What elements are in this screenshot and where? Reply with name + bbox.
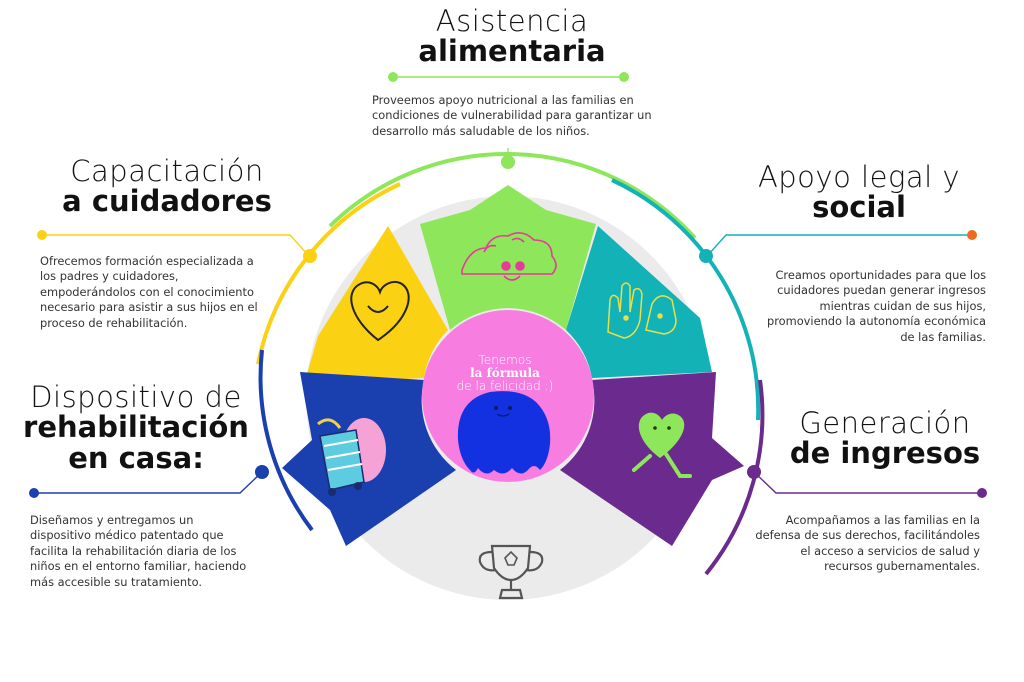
title-light: Asistencia (435, 4, 589, 38)
dot-ingresos-wheel (747, 465, 761, 479)
title-alimentaria: Asistencia alimentaria (372, 6, 652, 67)
arc-alimentaria (328, 152, 697, 240)
heart-icon (350, 280, 410, 342)
title-cuidadores: Capacitación a cuidadores (52, 156, 282, 217)
center-blob-character (457, 391, 551, 474)
description-dispositivo: Diseñamos y entregamos un dispositivo mé… (30, 513, 247, 589)
dot-alimentaria-left (388, 72, 398, 82)
connector-dispositivo (34, 471, 263, 494)
center-tagline: Tenemos la fórmula de la felicidad :) (430, 354, 580, 393)
segment-ingresos (560, 372, 744, 546)
rehab-device-icon (317, 418, 386, 496)
segment-alimentaria (420, 185, 596, 330)
hands-icon (607, 282, 677, 339)
connector-legal (707, 234, 972, 256)
title-dispositivo: Dispositivo de rehabilitación en casa: (20, 380, 252, 475)
description-alimentaria: Proveemos apoyo nutricional a las famili… (372, 93, 652, 138)
dot-alimentaria-right (619, 72, 629, 82)
title-bold: a cuidadores (62, 184, 272, 219)
dot-alimentaria-wheel (501, 155, 515, 169)
title-bold: alimentaria (418, 34, 606, 69)
dot-dispositivo-wheel (255, 465, 269, 479)
title-legal: Apoyo legal y social (744, 162, 974, 223)
connector-dots (29, 72, 987, 498)
arc-ingresos (704, 379, 765, 576)
trophy-icon (478, 544, 544, 600)
connectors (34, 76, 982, 494)
title-ingresos: Generación de ingresos (780, 408, 990, 469)
smiling-cloud-icon (461, 232, 557, 281)
dot-cuidadores-end (37, 230, 47, 240)
dot-dispositivo-end (29, 488, 39, 498)
title-light: Apoyo legal y (757, 160, 961, 194)
connector-cuidadores (42, 234, 309, 256)
blob-eye-right (508, 406, 512, 410)
dot-cuidadores-wheel (303, 249, 317, 263)
description-ingresos: Acompañamos a las familias en la defensa… (755, 513, 980, 574)
title-light: Dispositivo de (30, 380, 242, 414)
title-bold: social (812, 190, 906, 225)
title-light: Generación (799, 406, 971, 440)
blob-smile (496, 413, 510, 417)
wheel-segments (282, 185, 744, 546)
title-bold: rehabilitación en casa: (23, 410, 249, 475)
arc-legal (611, 178, 761, 421)
description-legal: Creamos oportunidades para que los cuida… (766, 268, 986, 344)
dot-ingresos-end (977, 488, 987, 498)
center-line-2: la fórmula (470, 366, 540, 380)
dot-legal-wheel (699, 249, 713, 263)
description-cuidadores: Ofrecemos formación especializada a los … (40, 254, 258, 330)
title-bold: de ingresos (789, 436, 981, 471)
title-light: Capacitación (70, 154, 264, 188)
running-heart-icon (632, 412, 692, 478)
segment-legal (566, 226, 712, 378)
blob-eye-left (494, 406, 498, 410)
center-line-3: de la felicidad :) (456, 379, 554, 393)
dot-legal-end (967, 230, 977, 240)
segment-cuidadores (304, 226, 448, 384)
center-line-1: Tenemos (478, 353, 532, 367)
connector-ingresos (753, 471, 982, 494)
arc-dispositivo (258, 349, 314, 532)
